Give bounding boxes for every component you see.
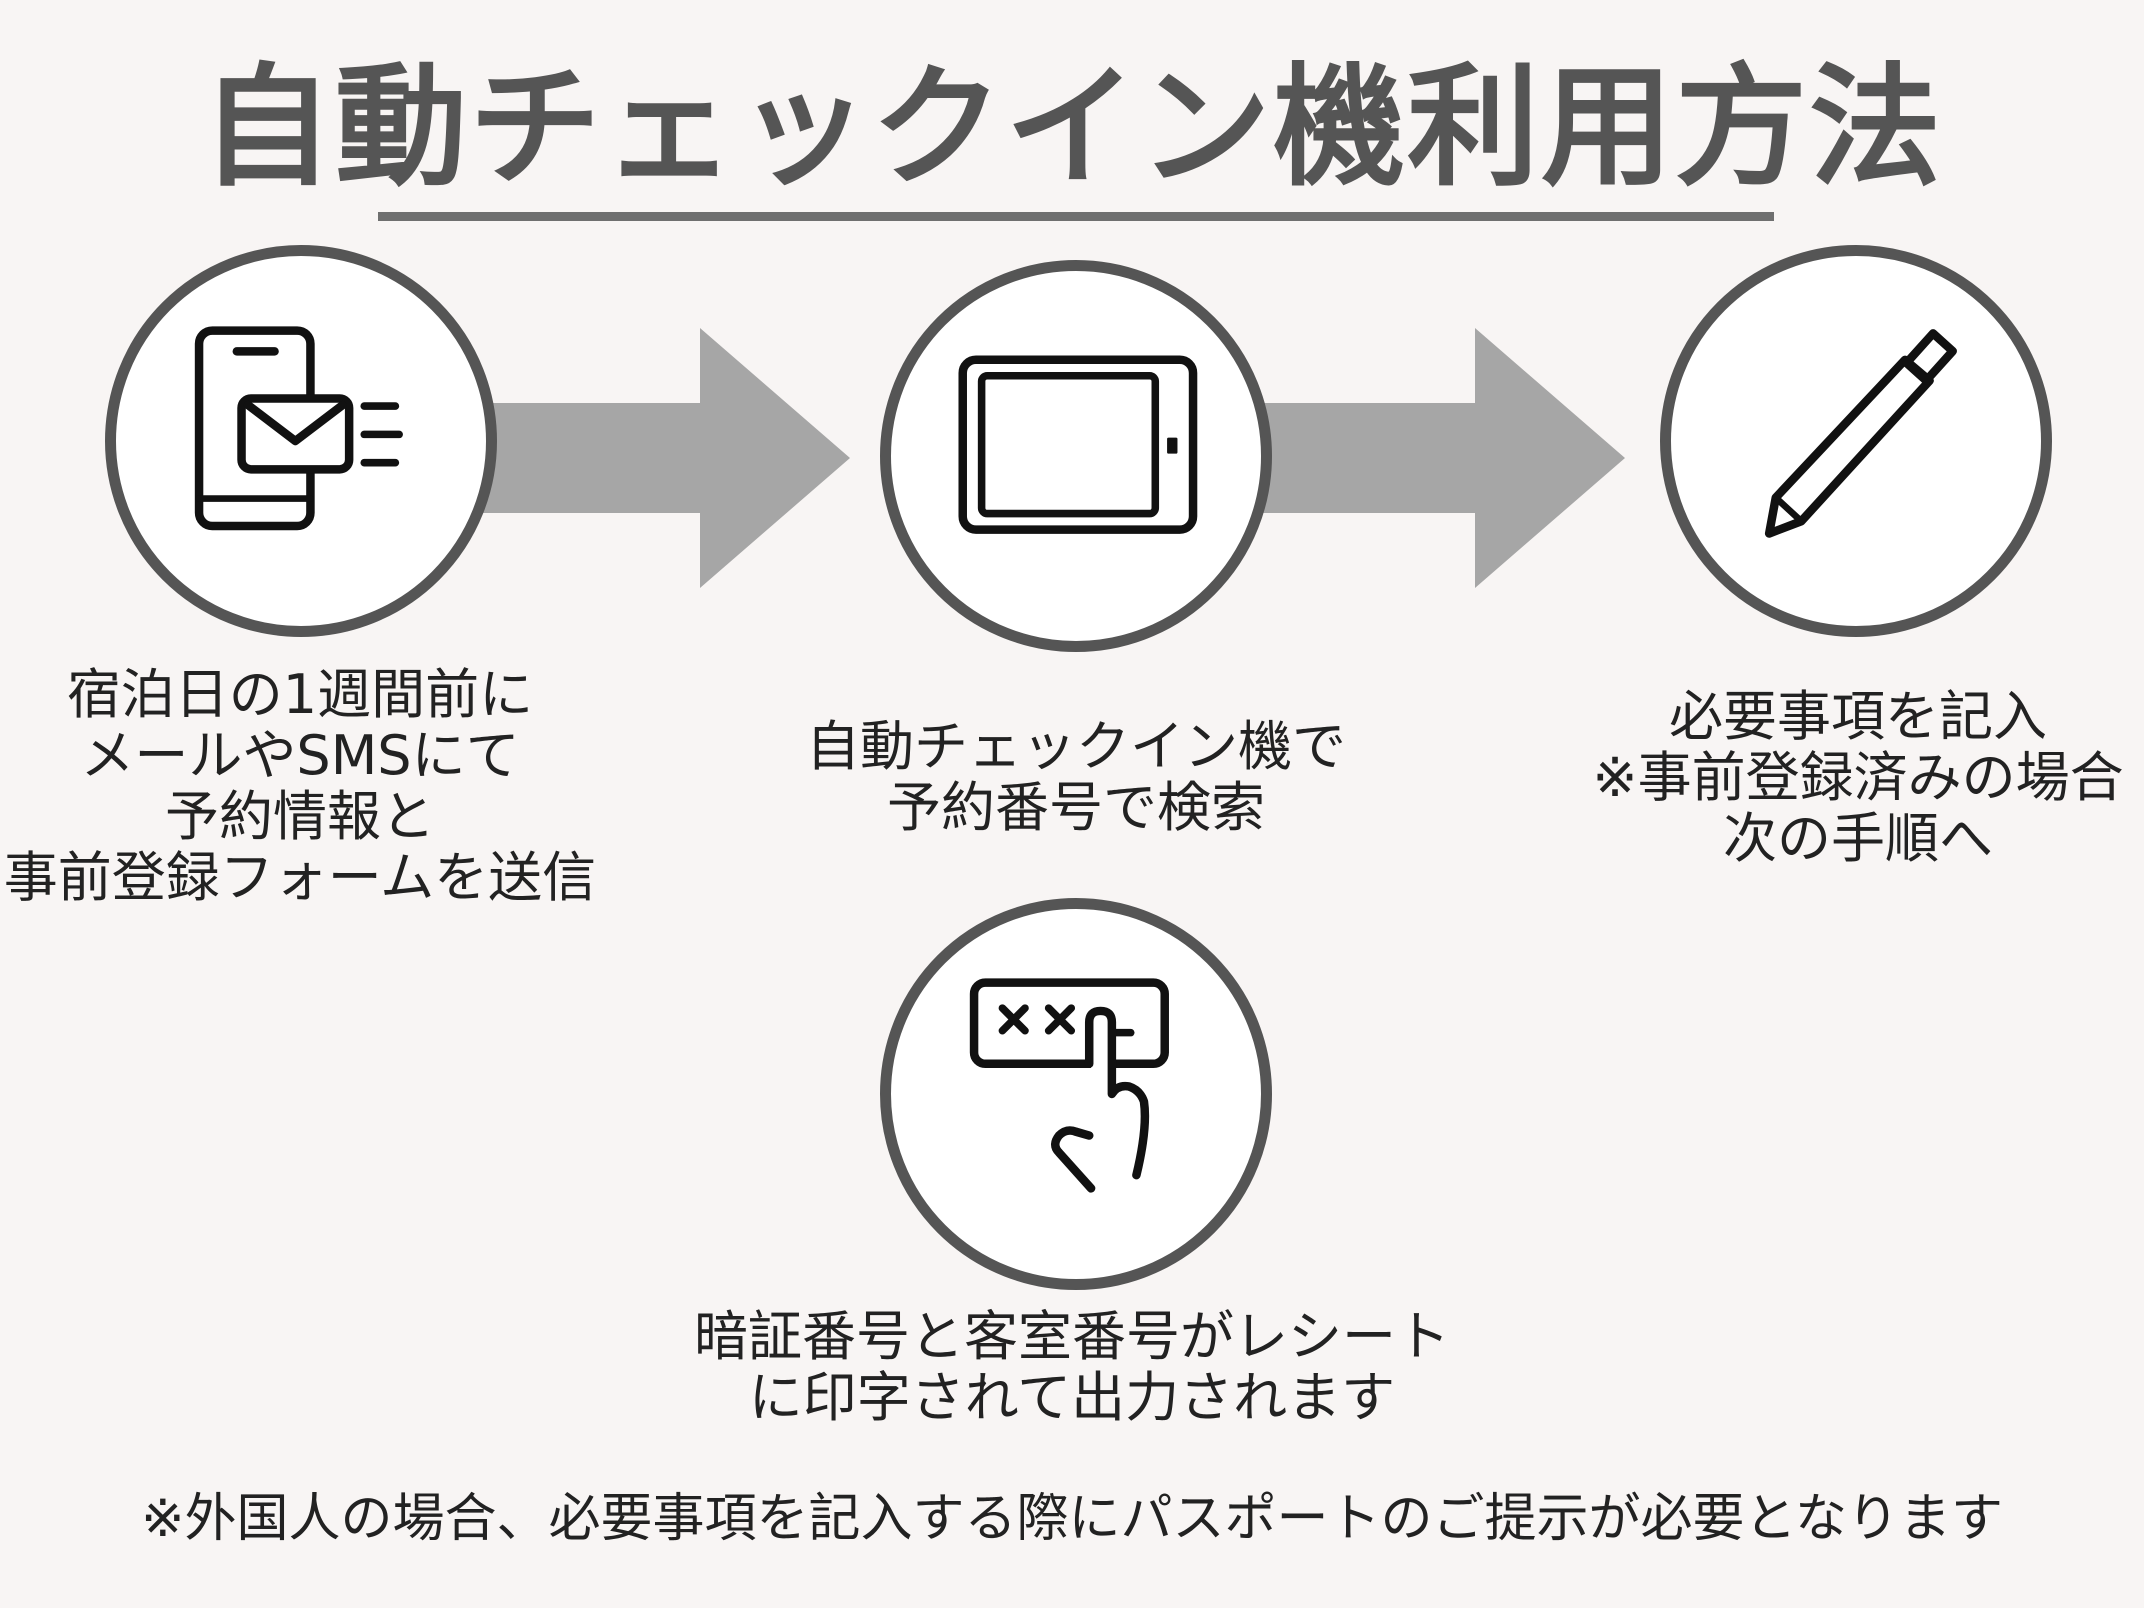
- pencil-icon: [1764, 329, 1957, 538]
- step-2-circle: [880, 260, 1272, 652]
- phone-mail-icon: [194, 326, 403, 531]
- title-underline: [378, 212, 1774, 221]
- step-1-caption: 宿泊日の1週間前に メールやSMSにて 予約情報と 事前登録フォームを送信: [3, 663, 597, 909]
- step-1-circle: [105, 245, 497, 637]
- page-title: 自動チェックイン機利用方法: [201, 51, 1943, 205]
- arrow-right-icon: [480, 328, 850, 588]
- step-2-caption: 自動チェックイン機で 予約番号で検索: [806, 715, 1346, 839]
- footnote: ※外国人の場合、必要事項を記入する際にパスポートのご提示が必要となります: [140, 1489, 2003, 1549]
- step-3-caption: 必要事項を記入 ※事前登録済みの場合 次の手順へ: [1592, 685, 2124, 870]
- pin-entry-icon: [969, 978, 1169, 1193]
- tablet-icon: [958, 355, 1198, 534]
- step-4-caption: 暗証番号と客室番号がレシート に印字されて出力されます: [694, 1305, 1450, 1429]
- step-4-circle: [880, 898, 1272, 1290]
- arrow-right-icon: [1255, 328, 1625, 588]
- step-3-circle: [1660, 245, 2052, 637]
